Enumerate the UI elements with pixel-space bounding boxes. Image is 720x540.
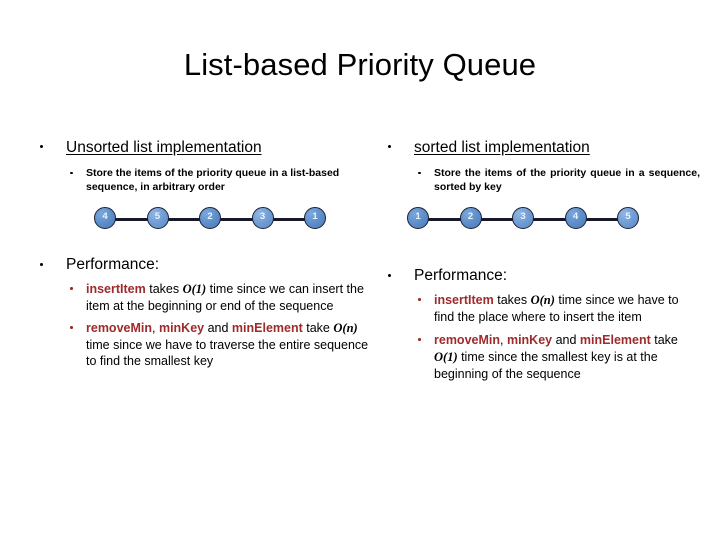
complexity-symbol: O: [434, 350, 444, 364]
chain-node: 2: [459, 207, 482, 229]
body-text: take: [302, 321, 334, 335]
left-performance-block: Performance: insertItem takes O(1) time …: [28, 255, 374, 370]
bullet-dot-icon: [388, 145, 391, 148]
chain-node: 4: [94, 207, 116, 229]
body-text: time since the smallest key is at the be…: [434, 350, 658, 381]
chain-node: 1: [407, 207, 429, 229]
chain-edge: [210, 218, 263, 221]
chain-edge: [470, 218, 523, 221]
chain-edge: [418, 218, 471, 221]
body-text: and: [552, 333, 580, 347]
right-sub-bullet: Store the items of the priority queue in…: [376, 166, 700, 194]
chain-edge: [105, 218, 158, 221]
method-keyword: removeMin: [434, 333, 500, 347]
bullet-dot-icon: [70, 171, 73, 174]
performance-item: removeMin, minKey and minElement take O(…: [28, 320, 374, 370]
method-keyword: minKey: [506, 333, 553, 347]
chain-node: 5: [617, 207, 639, 229]
page-title: List-based Priority Queue: [183, 47, 537, 82]
bullet-dot-icon: [388, 274, 391, 277]
method-keyword: minElement: [579, 333, 651, 347]
left-sub-bullet-label: Store the items of the priority queue in…: [86, 167, 340, 193]
chain-edge: [523, 218, 576, 221]
performance-item: removeMin, minKey and minElement take O(…: [376, 332, 700, 383]
body-text: takes: [493, 293, 531, 307]
body-text: time since we have to traverse the entir…: [86, 337, 369, 369]
method-keyword: insertItem: [86, 282, 146, 296]
left-heading: Unsorted list implementation: [28, 138, 374, 157]
left-sub-bullet: Store the items of the priority queue in…: [28, 166, 374, 194]
complexity-arg: (: [342, 321, 347, 335]
complexity-arg: ): [550, 293, 555, 307]
left-performance-items: insertItem takes O(1) time since we can …: [28, 281, 374, 370]
left-performance-heading-label: Performance:: [66, 256, 160, 273]
right-heading: sorted list implementation: [376, 138, 700, 157]
method-keyword: minElement: [231, 321, 303, 335]
complexity-symbol: O: [530, 293, 540, 307]
complexity-symbol: O: [182, 282, 192, 296]
chain-edge: [575, 218, 628, 221]
left-column: Unsorted list implementation Store the i…: [28, 138, 374, 234]
bullet-dot-icon: [40, 263, 43, 266]
complexity-arg: (: [539, 293, 544, 307]
body-text: takes: [145, 282, 183, 296]
chain-edge: [157, 218, 210, 221]
chain-node: 2: [199, 207, 221, 229]
right-heading-label: sorted list implementation: [414, 139, 590, 156]
left-heading-label: Unsorted list implementation: [66, 139, 262, 156]
right-column: sorted list implementation Store the ite…: [376, 138, 700, 234]
body-text: time since we can insert the item at the…: [86, 282, 364, 313]
method-keyword: insertItem: [434, 293, 494, 307]
chain-node: 4: [564, 207, 587, 229]
body-text: take: [650, 333, 678, 347]
complexity-arg: n: [346, 321, 354, 335]
body-text: and: [204, 321, 232, 335]
complexity-arg: n: [543, 293, 551, 307]
chain-node: 5: [146, 207, 169, 229]
complexity-arg: (1): [191, 282, 207, 296]
bullet-dot-icon: [418, 338, 421, 341]
bullet-dot-icon: [70, 326, 73, 329]
body-text: ,: [500, 333, 507, 347]
performance-item: insertItem takes O(n) time since we have…: [376, 292, 700, 326]
complexity-symbol: O: [333, 321, 343, 335]
right-performance-heading-label: Performance:: [414, 267, 508, 284]
bullet-dot-icon: [418, 171, 421, 174]
complexity-arg: ): [353, 321, 358, 335]
right-performance-items: insertItem takes O(n) time since we have…: [376, 292, 700, 383]
chain-edge: [262, 218, 315, 221]
body-text: time since we have to find the place whe…: [434, 293, 679, 324]
performance-item: insertItem takes O(1) time since we can …: [28, 281, 374, 314]
chain-node: 3: [251, 207, 274, 229]
bullet-dot-icon: [70, 287, 73, 290]
chain-node: 3: [512, 207, 534, 229]
bullet-dot-icon: [418, 298, 421, 301]
complexity-arg: (1): [443, 350, 458, 364]
left-node-chain: 4 5 2 3 1: [28, 204, 374, 234]
body-text: ,: [152, 321, 159, 335]
bullet-dot-icon: [40, 145, 43, 148]
method-keyword: minKey: [158, 321, 205, 335]
left-performance-heading: Performance:: [28, 255, 374, 275]
right-node-chain: 1 2 3 4 5: [376, 204, 700, 234]
right-performance-heading: Performance:: [376, 266, 700, 286]
method-keyword: removeMin: [86, 321, 152, 335]
chain-node: 1: [304, 207, 326, 229]
right-performance-block: Performance: insertItem takes O(n) time …: [376, 266, 700, 383]
right-sub-bullet-label: Store the items of the priority queue in…: [434, 167, 700, 193]
